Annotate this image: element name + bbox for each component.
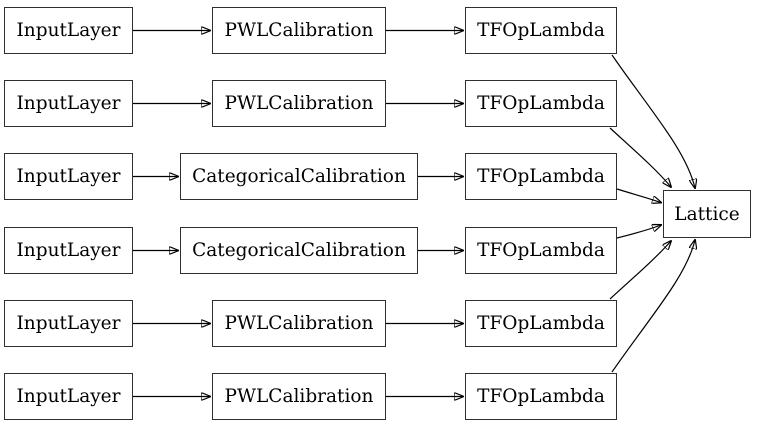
node-pwl-calibration-3: PWLCalibration	[212, 300, 386, 347]
node-tf-op-lambda-4: TFOpLambda	[465, 227, 617, 274]
node-input-layer-5: InputLayer	[4, 300, 133, 347]
node-label: TFOpLambda	[477, 313, 605, 334]
node-label: PWLCalibration	[224, 313, 374, 334]
node-tf-op-lambda-2: TFOpLambda	[465, 80, 617, 127]
node-input-layer-6: InputLayer	[4, 373, 133, 420]
node-pwl-calibration-1: PWLCalibration	[212, 7, 386, 54]
node-label: TFOpLambda	[477, 240, 605, 261]
node-label: TFOpLambda	[477, 93, 605, 114]
node-label: InputLayer	[16, 386, 121, 407]
edge-lambda1-lattice	[611, 54, 695, 188]
node-label: TFOpLambda	[477, 386, 605, 407]
node-label: InputLayer	[16, 20, 121, 41]
node-label: InputLayer	[16, 166, 121, 187]
node-label: PWLCalibration	[224, 386, 374, 407]
node-label: InputLayer	[16, 93, 121, 114]
edge-lambda3-lattice	[616, 188, 661, 203]
node-tf-op-lambda-3: TFOpLambda	[465, 153, 617, 200]
node-input-layer-3: InputLayer	[4, 153, 133, 200]
node-input-layer-1: InputLayer	[4, 7, 133, 54]
edge-lambda5-lattice	[609, 241, 671, 300]
node-categorical-calibration-2: CategoricalCalibration	[180, 227, 418, 274]
node-tf-op-lambda-5: TFOpLambda	[465, 300, 617, 347]
edge-lambda4-lattice	[616, 225, 661, 239]
node-pwl-calibration-2: PWLCalibration	[212, 80, 386, 127]
node-pwl-calibration-4: PWLCalibration	[212, 373, 386, 420]
node-label: TFOpLambda	[477, 166, 605, 187]
edge-lambda6-lattice	[611, 240, 695, 373]
node-tf-op-lambda-6: TFOpLambda	[465, 373, 617, 420]
node-label: InputLayer	[16, 240, 121, 261]
node-label: InputLayer	[16, 313, 121, 334]
node-label: CategoricalCalibration	[192, 240, 406, 261]
edge-lambda2-lattice	[609, 127, 671, 187]
node-label: PWLCalibration	[224, 93, 374, 114]
node-input-layer-4: InputLayer	[4, 227, 133, 274]
node-label: TFOpLambda	[477, 20, 605, 41]
node-tf-op-lambda-1: TFOpLambda	[465, 7, 617, 54]
node-categorical-calibration-1: CategoricalCalibration	[180, 153, 418, 200]
node-lattice: Lattice	[663, 190, 751, 238]
node-label: CategoricalCalibration	[192, 166, 406, 187]
node-label: Lattice	[674, 203, 740, 225]
node-input-layer-2: InputLayer	[4, 80, 133, 127]
node-label: PWLCalibration	[224, 20, 374, 41]
